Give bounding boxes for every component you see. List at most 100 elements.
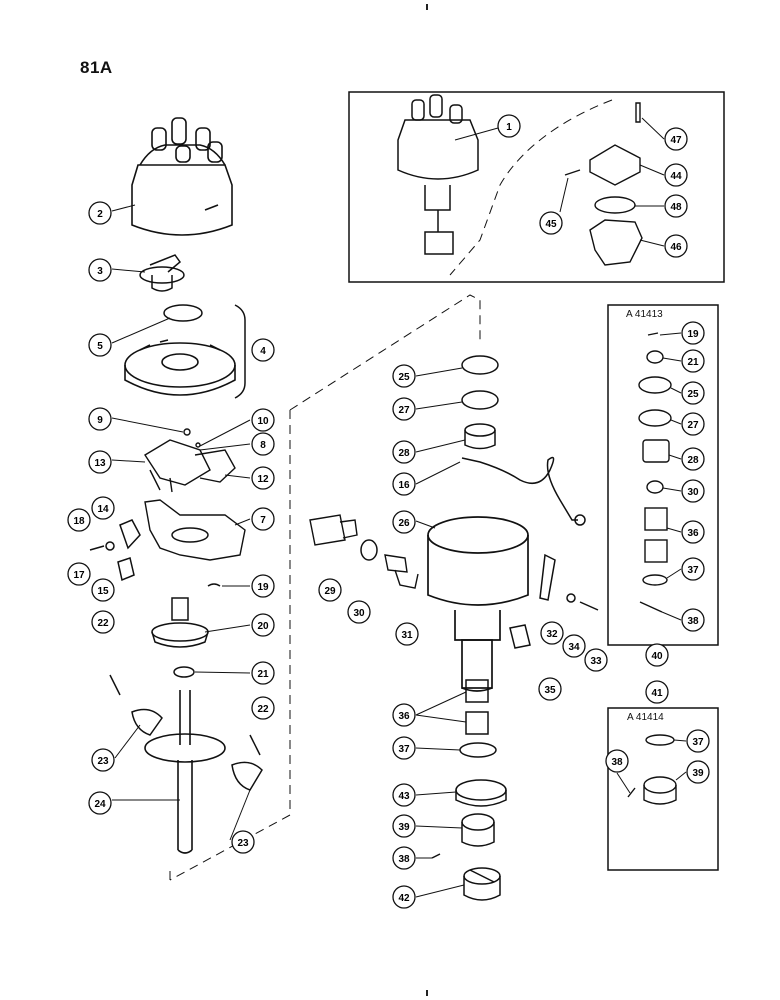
assembly-guide-top — [449, 99, 613, 276]
callout-28: 28 — [392, 440, 416, 464]
callout-number: 22 — [257, 704, 269, 715]
washer-item-30 — [360, 539, 378, 561]
callout-24: 24 — [88, 791, 112, 815]
callout-number: 14 — [97, 504, 109, 515]
weight-right — [231, 761, 263, 791]
callout-32: 32 — [540, 621, 564, 645]
inset-box-top — [348, 91, 725, 283]
callout-number: 15 — [97, 586, 109, 597]
callout-number: 38 — [611, 757, 623, 768]
callout-48: 48 — [664, 194, 688, 218]
callout-number: 21 — [257, 669, 269, 680]
callout-number: 39 — [398, 822, 410, 833]
callout-9: 9 — [88, 407, 112, 431]
callout-number: 25 — [398, 372, 410, 383]
bushings-item-36 — [465, 679, 489, 735]
callout-34: 34 — [562, 634, 586, 658]
callout-number: 35 — [544, 685, 556, 696]
callout-number: 10 — [257, 416, 269, 427]
spring-right — [249, 734, 261, 756]
callout-23: 23 — [231, 830, 255, 854]
callout-number: 22 — [97, 618, 109, 629]
callout-13: 13 — [88, 450, 112, 474]
callout-40: 40 — [645, 643, 669, 667]
top-registration-mark — [426, 4, 428, 10]
callout-45: 45 — [539, 211, 563, 235]
kit-label-a41414: A 41414 — [627, 712, 664, 723]
callout-25: 25 — [392, 364, 416, 388]
bracket-item-4 — [234, 304, 246, 399]
callout-22: 22 — [251, 696, 275, 720]
callout-21: 21 — [681, 349, 705, 373]
callout-number: 23 — [97, 756, 109, 767]
callout-2: 2 — [88, 201, 112, 225]
callout-number: 38 — [687, 616, 699, 627]
terminal-clip — [117, 557, 135, 582]
callout-number: 41 — [651, 688, 663, 699]
clip-item-19 — [207, 583, 221, 587]
callout-number: 38 — [398, 854, 410, 865]
callout-47: 47 — [664, 127, 688, 151]
callout-27: 27 — [681, 412, 705, 436]
callout-number: 26 — [398, 518, 410, 529]
callout-number: 23 — [237, 838, 249, 849]
callout-33: 33 — [584, 648, 608, 672]
callout-29: 29 — [318, 578, 342, 602]
inset-box-kit-a41414 — [607, 707, 719, 871]
callout-15: 15 — [91, 578, 115, 602]
callout-number: 47 — [670, 135, 682, 146]
callout-number: 37 — [687, 565, 699, 576]
callout-number: 25 — [687, 389, 699, 400]
leader-lines — [111, 117, 687, 898]
callout-25: 25 — [681, 381, 705, 405]
rotor — [139, 254, 185, 292]
callout-number: 18 — [73, 516, 85, 527]
bushing-item-21 — [173, 666, 195, 678]
callout-38: 38 — [681, 608, 705, 632]
callout-36: 36 — [681, 520, 705, 544]
callout-7: 7 — [251, 507, 275, 531]
callout-number: 31 — [401, 630, 413, 641]
callout-number: 37 — [398, 744, 410, 755]
callout-26: 26 — [392, 510, 416, 534]
callout-28: 28 — [681, 447, 705, 471]
callout-number: 2 — [97, 209, 103, 220]
callout-number: 3 — [97, 266, 103, 277]
drive-item-42 — [463, 867, 501, 901]
callout-number: 9 — [97, 415, 103, 426]
callout-number: 29 — [324, 586, 336, 597]
distributor-housing — [427, 516, 529, 692]
mounting-parts-inset — [564, 102, 643, 266]
callout-27: 27 — [392, 397, 416, 421]
collar-item-43 — [455, 779, 507, 807]
callout-number: 19 — [257, 582, 269, 593]
contact-points-assembly — [144, 428, 236, 493]
callout-21: 21 — [251, 661, 275, 685]
kit-a41413-parts — [638, 332, 672, 613]
terminal-nut — [105, 541, 115, 551]
callout-number: 32 — [546, 629, 558, 640]
fitting-item-31 — [384, 554, 419, 589]
washer-item-34 — [566, 593, 576, 603]
callout-number: 28 — [687, 455, 699, 466]
callout-number: 27 — [398, 405, 410, 416]
callout-number: 7 — [260, 515, 266, 526]
callout-20: 20 — [251, 613, 275, 637]
clamp-item-32 — [539, 553, 556, 601]
inset-box-kit-a41413 — [607, 304, 719, 646]
callout-4: 4 — [251, 338, 275, 362]
callout-number: 12 — [257, 474, 269, 485]
callout-3: 3 — [88, 258, 112, 282]
condenser-clip — [119, 519, 141, 550]
callout-number: 48 — [670, 202, 682, 213]
callout-number: 37 — [692, 737, 704, 748]
callout-number: 36 — [687, 528, 699, 539]
bushing-item-28 — [464, 423, 496, 450]
callout-number: 43 — [398, 791, 410, 802]
callout-36: 36 — [392, 703, 416, 727]
callout-37: 37 — [686, 729, 710, 753]
screw-item-33 — [579, 601, 599, 611]
callout-22: 22 — [91, 610, 115, 634]
